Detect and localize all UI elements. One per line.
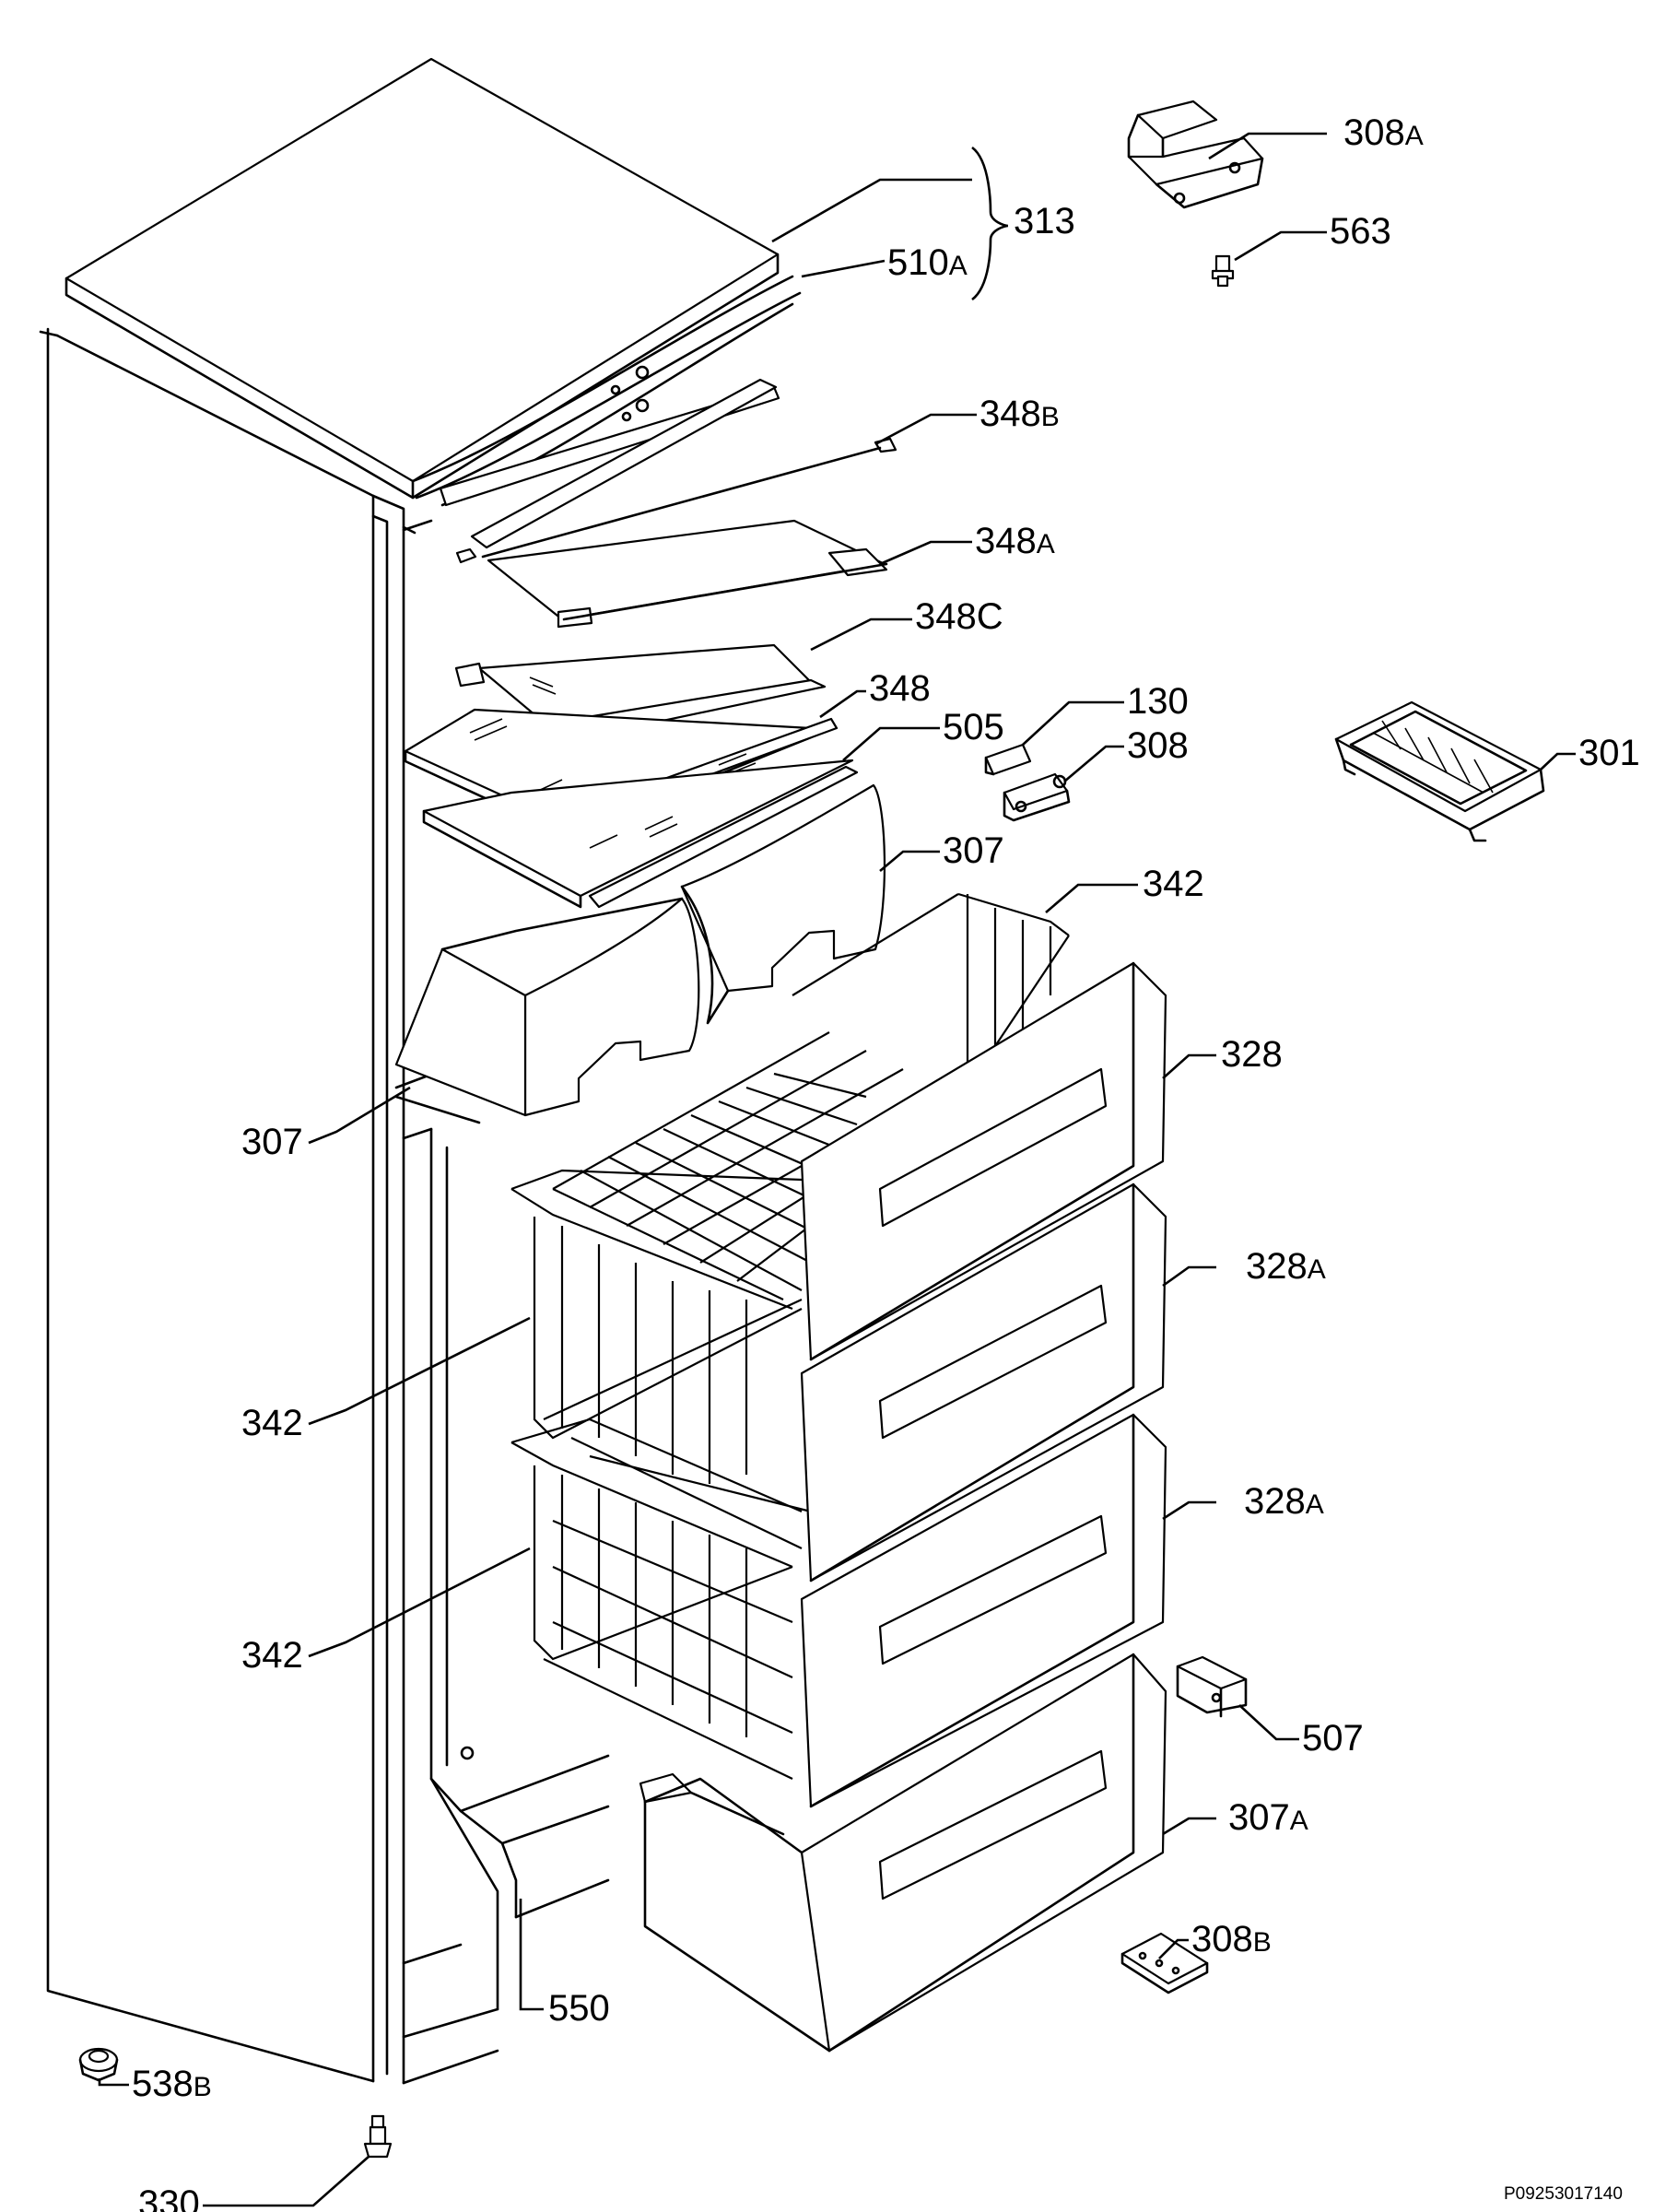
label-307-left: 307: [241, 1122, 303, 1162]
label-550: 550: [548, 1988, 610, 2029]
glass-shelf-trim-348b: [439, 378, 897, 564]
label-342-mid: 342: [241, 1403, 303, 1443]
screw-563: [1211, 254, 1235, 288]
flap-307-rear: [680, 783, 886, 1025]
label-301: 301: [1578, 733, 1640, 773]
label-348: 348: [869, 668, 931, 709]
shelf-505: [422, 759, 859, 909]
screw-330: [363, 2114, 393, 2159]
label-328a-2: 328A: [1244, 1481, 1324, 1522]
label-510a: 510A: [887, 242, 968, 283]
hinge-308: [1003, 772, 1071, 822]
label-507: 507: [1302, 1718, 1364, 1759]
plate-308b: [1120, 1932, 1209, 1994]
label-505: 505: [943, 707, 1004, 747]
label-563: 563: [1330, 211, 1391, 252]
document-code: P09253017140: [1504, 2184, 1623, 2204]
drawer-front-328a-upper: [800, 1182, 1167, 1583]
label-348b: 348B: [979, 394, 1060, 434]
ice-tray-301: [1334, 700, 1545, 842]
leader-lines: [98, 132, 1576, 2207]
adjustable-foot-538b: [78, 2047, 119, 2082]
label-348a: 348A: [975, 521, 1055, 561]
bracket-308a: [1127, 100, 1264, 209]
label-342-top: 342: [1143, 864, 1204, 904]
hinge-plate-130: [984, 743, 1032, 776]
cabinet-body: [39, 327, 610, 2085]
label-308a: 308A: [1343, 112, 1424, 153]
callout-labels: 313 510A 308A 563 348B 348A 348C 348 505…: [132, 112, 1640, 2212]
wire-basket-342-lower: [510, 1418, 812, 1780]
drawer-front-328a-lower: [800, 1413, 1167, 1808]
label-328: 328: [1221, 1034, 1283, 1075]
label-308: 308: [1127, 725, 1189, 766]
label-342-low: 342: [241, 1635, 303, 1676]
label-348c: 348C: [915, 596, 1003, 637]
label-330: 330: [138, 2183, 200, 2212]
top-cover-313: [65, 57, 802, 507]
label-313: 313: [1014, 201, 1075, 241]
label-307-top: 307: [943, 830, 1004, 871]
label-307a: 307A: [1228, 1797, 1308, 1838]
drawer-307a: [639, 1653, 1167, 2053]
label-538b: 538B: [132, 2064, 212, 2104]
latch-507: [1176, 1655, 1248, 1718]
label-328a-1: 328A: [1246, 1246, 1326, 1287]
drawer-front-328: [800, 961, 1167, 1361]
flap-307-front: [394, 897, 700, 1117]
label-308b: 308B: [1191, 1919, 1272, 1959]
glass-shelf-348a: [487, 519, 888, 629]
label-130: 130: [1127, 681, 1189, 722]
